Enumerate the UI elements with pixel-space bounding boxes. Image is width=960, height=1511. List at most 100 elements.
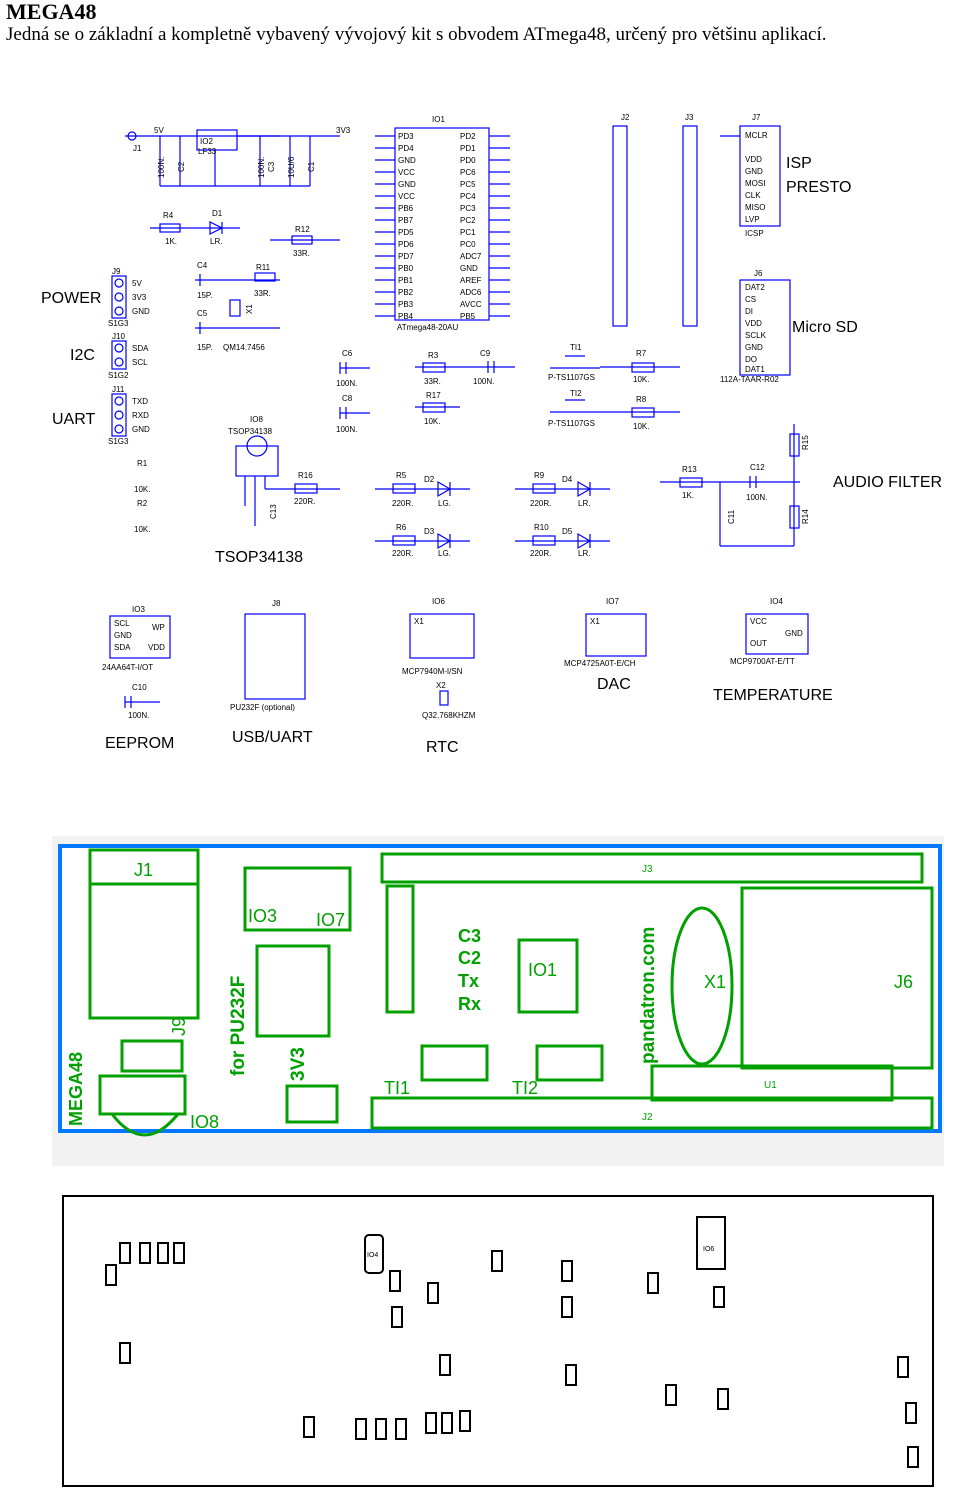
svg-text:IO2: IO2 [200, 137, 213, 146]
temp-pin: GND [785, 629, 803, 638]
pcb-led-label: C3 [458, 926, 481, 946]
mcu-pin: PB6 [398, 204, 414, 213]
svg-text:100N.: 100N. [157, 157, 166, 178]
svg-text:LR.: LR. [578, 499, 590, 508]
mcu-pin: ADC6 [460, 288, 482, 297]
label-audio-filter: AUDIO FILTER [833, 474, 942, 491]
svg-text:IO8: IO8 [250, 415, 263, 424]
icsp-pin: MISO [745, 203, 765, 212]
label-tsop: TSOP34138 [215, 549, 303, 566]
svg-text:R8: R8 [636, 395, 647, 404]
pcb-credit: pandatron.com [638, 927, 659, 1064]
svg-text:100N.: 100N. [336, 425, 357, 434]
svg-text:GND: GND [132, 425, 150, 434]
svg-text:3V3: 3V3 [132, 293, 147, 302]
svg-text:PU232F (optional): PU232F (optional) [230, 703, 295, 712]
pcb-designator: J2 [642, 1112, 653, 1123]
pcb-designator: IO8 [190, 1112, 219, 1132]
sd-pin: DAT1 [745, 365, 765, 374]
svg-text:R17: R17 [426, 391, 441, 400]
svg-text:220R.: 220R. [392, 499, 413, 508]
svg-text:C13: C13 [269, 504, 278, 519]
label-temperature: TEMPERATURE [713, 687, 833, 704]
svg-text:C8: C8 [342, 394, 353, 403]
icsp-pin: VDD [745, 155, 762, 164]
svg-text:C5: C5 [197, 309, 208, 318]
eeprom-pin: VDD [148, 643, 165, 652]
mcu-pin: PC5 [460, 180, 476, 189]
svg-text:C2: C2 [177, 161, 186, 172]
pcb-bottom-ic-label: IO4 [367, 1252, 378, 1259]
svg-text:10K.: 10K. [134, 485, 150, 494]
svg-text:D2: D2 [424, 475, 435, 484]
svg-text:R14: R14 [801, 509, 810, 524]
svg-text:SCL: SCL [132, 358, 148, 367]
mcu-pin: PC0 [460, 240, 476, 249]
svg-text:100N.: 100N. [746, 493, 767, 502]
svg-text:100N.: 100N. [473, 377, 494, 386]
eeprom-pin: SCL [114, 619, 130, 628]
sd-pin: DI [745, 307, 753, 316]
svg-text:TI1: TI1 [570, 343, 582, 352]
svg-text:ATmega48-20AU: ATmega48-20AU [397, 323, 458, 332]
svg-text:LG.: LG. [438, 549, 451, 558]
eeprom-pin: WP [152, 623, 165, 632]
svg-text:IO7: IO7 [606, 597, 619, 606]
svg-text:33R.: 33R. [424, 377, 441, 386]
svg-text:J10: J10 [112, 332, 125, 341]
svg-text:SDA: SDA [132, 344, 149, 353]
pcb-bottom-ic-label: IO6 [703, 1246, 714, 1253]
svg-text:C9: C9 [480, 349, 491, 358]
svg-text:R16: R16 [298, 471, 313, 480]
svg-text:TI2: TI2 [570, 389, 582, 398]
svg-text:LR.: LR. [210, 237, 222, 246]
svg-text:J8: J8 [272, 599, 281, 608]
pcb-note-pu232f: for PU232F [228, 976, 249, 1076]
pcb-note-3v3: 3V3 [288, 1047, 309, 1081]
svg-text:C1: C1 [307, 161, 316, 172]
mcu-pin: AVCC [460, 300, 482, 309]
icsp-pin: MOSI [745, 179, 765, 188]
pcb-bottom-layer: IO4 IO6 [62, 1195, 934, 1487]
svg-text:IO6: IO6 [432, 597, 445, 606]
mcu-pin: PB4 [398, 312, 414, 321]
mcu-pin: PD1 [460, 144, 476, 153]
svg-text:100N.: 100N. [257, 157, 266, 178]
sd-pin: VDD [745, 319, 762, 328]
mcu-pin: PD0 [460, 156, 476, 165]
pcb-designator: J9 [169, 1017, 189, 1036]
svg-text:GND: GND [132, 307, 150, 316]
svg-text:J11: J11 [112, 385, 125, 394]
svg-text:220R.: 220R. [530, 549, 551, 558]
svg-text:1K.: 1K. [165, 237, 177, 246]
mcu-pin: VCC [398, 168, 415, 177]
pcb-led-label: Rx [458, 994, 481, 1014]
sd-pin: SCLK [745, 331, 767, 340]
svg-text:10U/6: 10U/6 [287, 156, 296, 178]
svg-text:R9: R9 [534, 471, 545, 480]
svg-text:100N.: 100N. [128, 711, 149, 720]
svg-text:R1: R1 [137, 459, 148, 468]
svg-text:D1: D1 [212, 209, 223, 218]
svg-text:5V: 5V [154, 126, 164, 135]
schematic: 3V3 5V J1 IO2 LF33 100N. C2 100N. C3 10U… [40, 106, 956, 812]
svg-text:IO4: IO4 [770, 597, 783, 606]
svg-text:220R.: 220R. [294, 497, 315, 506]
svg-text:X1: X1 [245, 304, 254, 314]
label-i2c: I2C [70, 347, 95, 364]
svg-text:J2: J2 [621, 113, 630, 122]
document-description: Jedná se o základní a kompletně vybavený… [6, 24, 827, 45]
svg-text:15P.: 15P. [197, 343, 212, 352]
svg-text:C10: C10 [132, 683, 147, 692]
svg-text:X2: X2 [436, 681, 446, 690]
svg-text:R10: R10 [534, 523, 549, 532]
pcb-led-label: Tx [458, 971, 479, 991]
svg-text:R4: R4 [163, 211, 174, 220]
svg-text:220R.: 220R. [530, 499, 551, 508]
svg-text:ICSP: ICSP [745, 229, 764, 238]
svg-text:R13: R13 [682, 465, 697, 474]
mcu-pin: VCC [398, 192, 415, 201]
pcb-designator: J3 [642, 864, 653, 875]
svg-text:D3: D3 [424, 527, 435, 536]
svg-text:RXD: RXD [132, 411, 149, 420]
